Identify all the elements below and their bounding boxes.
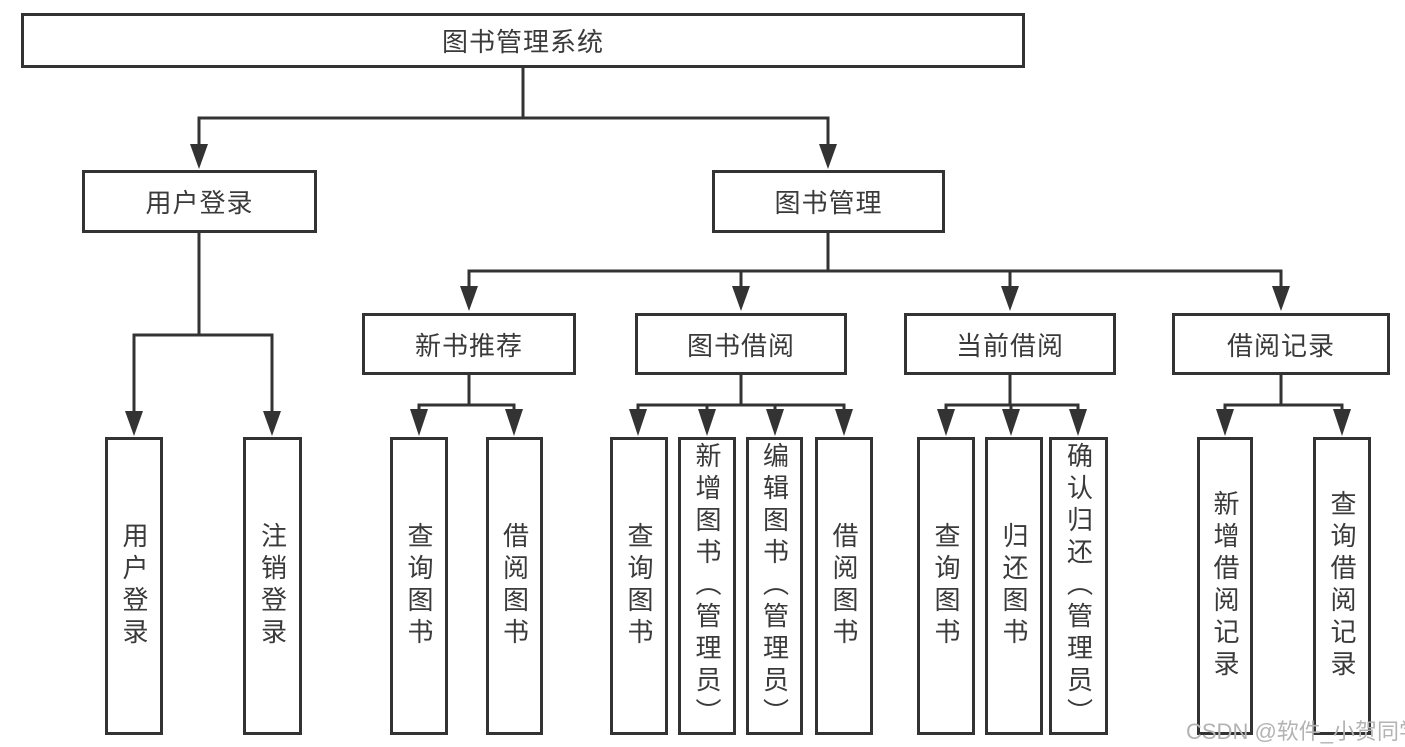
node-label: 查询图书	[624, 522, 654, 650]
leaf-logout-login: 注销登录	[243, 437, 302, 735]
node-label: 新增借阅记录	[1210, 490, 1240, 682]
node-label: 确认归还（管理员）	[1063, 442, 1094, 730]
node-label: 用户登录	[119, 522, 149, 650]
node-book-borrowing: 图书借阅	[635, 313, 847, 375]
leaf-borrowing-query-books: 查询图书	[610, 437, 668, 735]
node-label: 注销登录	[257, 522, 288, 650]
leaf-newbooks-query-books: 查询图书	[390, 437, 448, 735]
node-label: 借阅图书	[829, 522, 859, 650]
leaf-current-return-books: 归还图书	[985, 437, 1043, 735]
leaf-borrowing-borrow-books: 借阅图书	[815, 437, 873, 735]
node-label: 图书借阅	[686, 330, 795, 361]
node-label: 当前借阅	[955, 330, 1064, 361]
leaf-current-confirm-return-admin: 确认归还（管理员）	[1049, 437, 1108, 735]
node-label: 新书推荐	[414, 330, 523, 361]
node-current-borrowing: 当前借阅	[904, 313, 1116, 375]
node-label: 查询借阅记录	[1327, 490, 1357, 682]
csdn-watermark: CSDN @软件_小贺同学	[1186, 719, 1405, 744]
node-borrowing-records: 借阅记录	[1172, 313, 1390, 375]
node-label: 编辑图书（管理员）	[759, 442, 790, 730]
node-label: 借阅记录	[1226, 330, 1335, 361]
leaf-borrowing-edit-books-admin: 编辑图书（管理员）	[746, 437, 803, 735]
node-new-books: 新书推荐	[362, 313, 576, 375]
node-label: 图书管理	[774, 188, 883, 218]
node-label: 图书管理系统	[441, 27, 604, 57]
node-label: 新增图书（管理员）	[692, 442, 722, 730]
leaf-records-query-record: 查询借阅记录	[1313, 437, 1371, 735]
node-label: 查询图书	[931, 522, 961, 650]
leaf-newbooks-borrow-books: 借阅图书	[486, 437, 543, 735]
node-label: 用户登录	[145, 188, 254, 218]
leaf-borrowing-add-books-admin: 新增图书（管理员）	[678, 437, 736, 735]
node-root-system: 图书管理系统	[21, 13, 1025, 68]
leaf-records-add-record: 新增借阅记录	[1197, 437, 1253, 735]
leaf-current-query-books: 查询图书	[917, 437, 975, 735]
node-label: 查询图书	[404, 522, 434, 650]
node-label: 归还图书	[999, 522, 1029, 650]
node-label: 借阅图书	[499, 522, 530, 650]
leaf-user-login: 用户登录	[105, 437, 163, 735]
node-user-login: 用户登录	[82, 170, 317, 233]
node-book-management: 图书管理	[712, 170, 945, 233]
